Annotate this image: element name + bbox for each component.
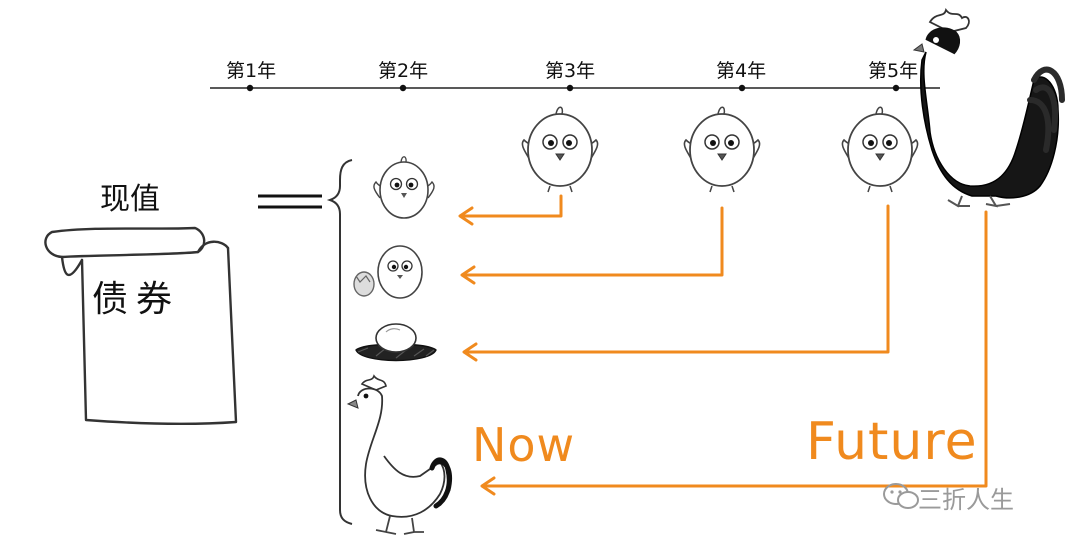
- flow-arrows: [458, 194, 988, 496]
- arrow-year-5: [464, 204, 890, 354]
- present-value-label: 现值: [100, 182, 160, 217]
- chick-year-5-icon: [841, 106, 919, 193]
- equals-sign: [258, 194, 322, 209]
- arrowhead-year-5: [462, 342, 478, 362]
- egg-in-nest-icon: [355, 323, 437, 362]
- arrowhead-year-4: [460, 265, 476, 285]
- timeline-dot-year-3: [566, 84, 574, 92]
- tick-label-year-1: 第1年: [226, 60, 277, 82]
- wechat-icon: [883, 483, 919, 509]
- chick-year-4-icon: [683, 106, 761, 193]
- tick-label-year-4: 第4年: [716, 60, 767, 82]
- small-chick-icon: [373, 156, 435, 219]
- arrowhead-rooster: [480, 476, 496, 496]
- bond-scroll-icon: [44, 226, 238, 425]
- now-label: Now: [472, 418, 576, 472]
- future-label: Future: [806, 412, 978, 472]
- tick-label-year-2: 第2年: [378, 60, 429, 82]
- arrow-rooster: [482, 210, 988, 488]
- watermark: 三折人生: [918, 480, 1014, 515]
- tick-label-year-5: 第5年: [868, 60, 919, 82]
- brace-icon: [326, 159, 353, 525]
- white-rooster-icon: [346, 374, 453, 535]
- arrow-year-3: [460, 194, 563, 218]
- hatching-chick-icon: [353, 245, 423, 299]
- watermark-text: 三折人生: [918, 486, 1014, 514]
- tick-label-year-3: 第3年: [545, 60, 596, 82]
- chick-year-3-icon: [521, 106, 599, 193]
- timeline-dot-year-5: [892, 84, 900, 92]
- arrowhead-year-3: [458, 206, 474, 226]
- timeline-dot-year-2: [399, 84, 407, 92]
- arrow-year-4: [462, 206, 724, 277]
- timeline-dot-year-1: [246, 84, 254, 92]
- bond-label: 债券: [92, 279, 181, 320]
- black-rooster-icon: [912, 7, 1065, 208]
- timeline-dot-year-4: [738, 84, 746, 92]
